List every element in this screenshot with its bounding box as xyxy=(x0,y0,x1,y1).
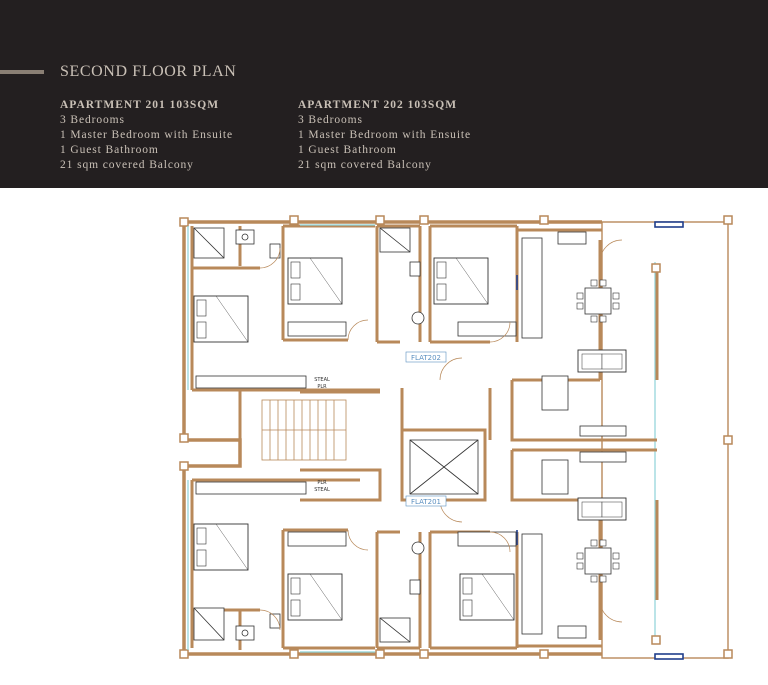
living-furniture xyxy=(541,375,627,495)
bed-bottom-2 xyxy=(287,573,343,621)
svg-text:STEAL: STEAL xyxy=(314,377,330,383)
apartment-201-line: 1 Master Bedroom with Ensuite xyxy=(60,129,234,141)
apartment-202-heading: APARTMENT 202 103SQM xyxy=(298,99,458,111)
flat-label-top: FLAT202 xyxy=(405,351,447,363)
svg-text:FLAT202: FLAT202 xyxy=(411,354,441,362)
windows xyxy=(516,221,684,660)
flat-label-bottom: FLAT201 xyxy=(405,495,447,507)
apartment-202-line: 1 Guest Bathroom xyxy=(298,144,397,156)
wardrobes xyxy=(195,321,517,547)
store-label-bottom: PLR STEAL xyxy=(314,480,330,493)
svg-text:FLAT201: FLAT201 xyxy=(411,498,441,506)
bed-top-2 xyxy=(287,257,343,305)
door-swings xyxy=(259,239,623,631)
kitchen-counters xyxy=(521,231,587,639)
dining-table-bottom xyxy=(576,539,620,583)
staircase xyxy=(261,399,347,461)
apartment-201-line: 21 sqm covered Balcony xyxy=(60,159,194,171)
apartment-202-line: 21 sqm covered Balcony xyxy=(298,159,432,171)
title-accent-bar xyxy=(0,70,44,74)
apartment-201-line: 1 Guest Bathroom xyxy=(60,144,159,156)
bed-bottom-3 xyxy=(459,573,515,621)
column-posts xyxy=(179,215,733,659)
svg-text:STEAL: STEAL xyxy=(314,487,330,493)
apartment-201-info: APARTMENT 201 103SQM 3 Bedrooms 1 Master… xyxy=(60,98,233,173)
bed-top-3 xyxy=(433,257,489,305)
header-banner: SECOND FLOOR PLAN APARTMENT 201 103SQM 3… xyxy=(0,0,768,188)
apartment-201-line: 3 Bedrooms xyxy=(60,114,125,126)
bed-master-bottom xyxy=(193,523,249,571)
svg-text:PLR: PLR xyxy=(317,384,327,390)
dining-table-top xyxy=(576,279,620,323)
apartment-201-heading: APARTMENT 201 103SQM xyxy=(60,99,220,111)
store-label-top: STEAL PLR xyxy=(314,377,330,390)
floor-plan-drawing: FLAT202 FLAT201 STEAL PLR PLR STEAL xyxy=(179,215,733,660)
apartment-202-info: APARTMENT 202 103SQM 3 Bedrooms 1 Master… xyxy=(298,98,471,173)
sofa-bottom xyxy=(577,497,627,521)
apartment-202-line: 3 Bedrooms xyxy=(298,114,363,126)
bed-master-top xyxy=(193,295,249,343)
glazing-lines xyxy=(187,224,375,653)
interior-walls xyxy=(190,224,659,650)
page-title: SECOND FLOOR PLAN xyxy=(60,63,237,80)
lift-shaft xyxy=(409,439,479,495)
apartment-202-line: 1 Master Bedroom with Ensuite xyxy=(298,129,472,141)
sofa-top xyxy=(577,349,627,373)
svg-text:PLR: PLR xyxy=(317,480,327,486)
bathroom-fixtures xyxy=(193,227,425,643)
